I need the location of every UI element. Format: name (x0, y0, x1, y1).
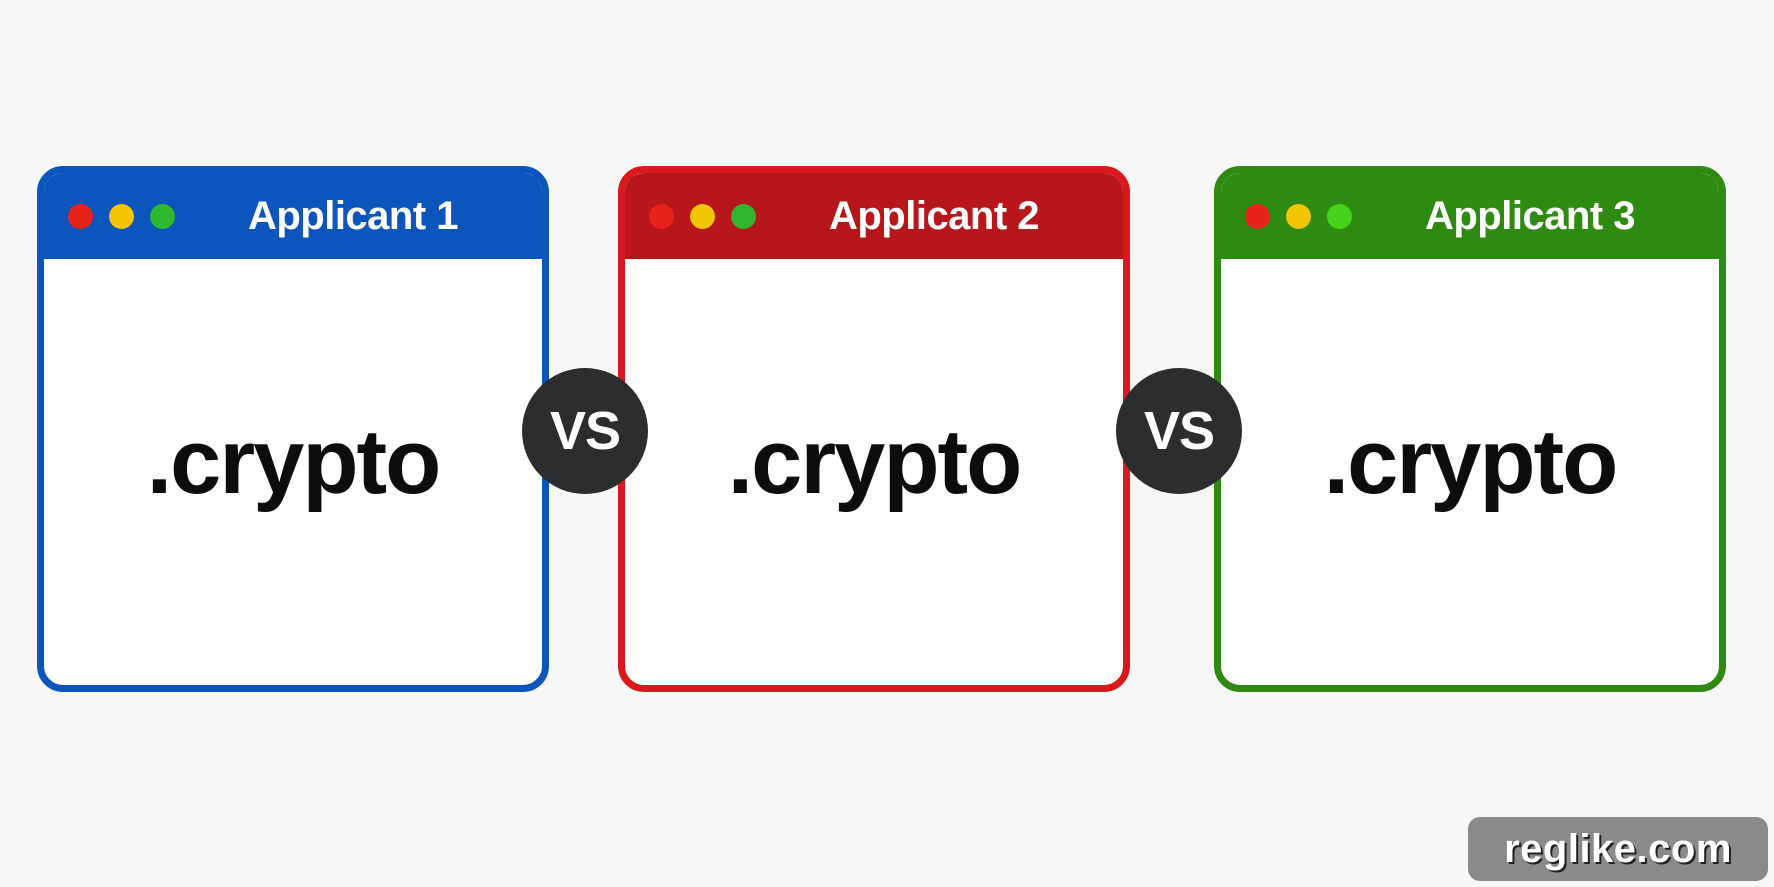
minimize-dot-icon (690, 203, 715, 229)
window-title: Applicant 3 (1424, 194, 1636, 238)
minimize-dot-icon (1286, 203, 1311, 229)
window-title: Applicant 1 (247, 194, 459, 238)
vs-badge: VS (1116, 368, 1242, 494)
watermark-badge: reglike.com (1468, 817, 1768, 881)
window-titlebar: Applicant 3 (1221, 173, 1719, 259)
applicant-3-window: Applicant 3 .crypto (1214, 166, 1726, 692)
tld-label: .crypto (1323, 410, 1619, 513)
window-controls (68, 173, 175, 259)
close-dot-icon (649, 203, 674, 229)
maximize-dot-icon (150, 203, 175, 229)
applicant-1-window: Applicant 1 .crypto (37, 166, 549, 692)
window-titlebar: Applicant 2 (625, 173, 1123, 259)
window-content: .crypto (625, 259, 1123, 685)
tld-label: .crypto (727, 410, 1023, 513)
vs-badge: VS (522, 368, 648, 494)
window-content: .crypto (1221, 259, 1719, 685)
applicant-2-window: Applicant 2 .crypto (618, 166, 1130, 692)
window-controls (1245, 173, 1352, 259)
close-dot-icon (1245, 203, 1270, 229)
window-controls (649, 173, 756, 259)
window-content: .crypto (44, 259, 542, 685)
minimize-dot-icon (109, 203, 134, 229)
watermark-text: reglike.com (1504, 826, 1732, 871)
maximize-dot-icon (1327, 203, 1352, 229)
window-titlebar: Applicant 1 (44, 173, 542, 259)
close-dot-icon (68, 203, 93, 229)
tld-label: .crypto (146, 410, 442, 513)
maximize-dot-icon (731, 203, 756, 229)
window-title: Applicant 2 (828, 194, 1040, 238)
